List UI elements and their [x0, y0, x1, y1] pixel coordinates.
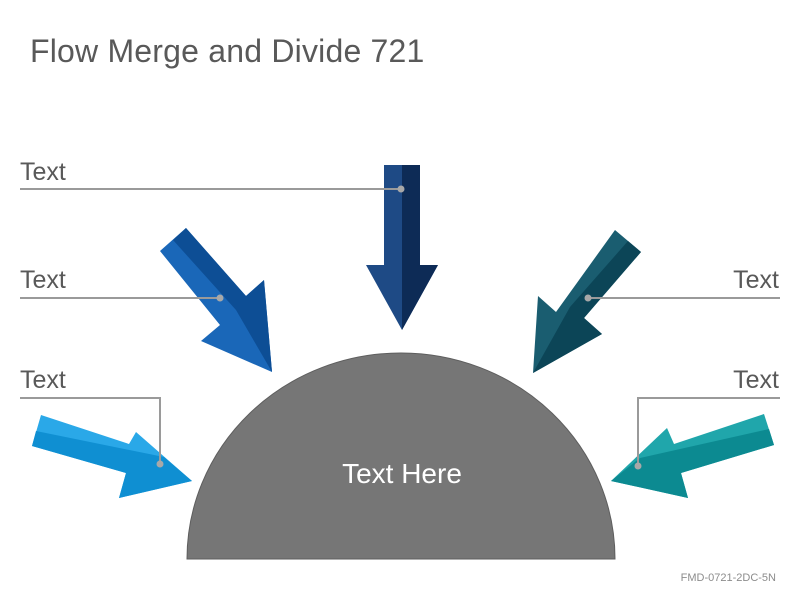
merge-semicircle — [186, 352, 616, 560]
page-title: Flow Merge and Divide 721 — [30, 33, 425, 69]
connector-dots — [156, 185, 642, 470]
connector-dot-upper-left — [216, 294, 224, 302]
connector-lower-right — [637, 397, 780, 466]
arrow-upper-right — [533, 230, 641, 373]
connector-lines — [20, 188, 780, 466]
arrow-lower-left — [32, 415, 192, 498]
connector-dot-top — [397, 185, 405, 193]
label-upper-left: Text — [20, 266, 66, 294]
label-top: Text — [20, 158, 66, 186]
arrow-top — [366, 165, 438, 330]
connector-dot-upper-right — [584, 294, 592, 302]
center-label: Text Here — [342, 458, 462, 489]
connector-dot-lower-left — [156, 460, 164, 468]
connector-dot-lower-right — [634, 462, 642, 470]
arrow-lower-right — [611, 414, 774, 498]
footer-code: FMD-0721-2DC-5N — [680, 572, 776, 584]
label-lower-left: Text — [20, 366, 66, 394]
connector-lower-left — [20, 397, 161, 462]
label-lower-right: Text — [733, 366, 779, 394]
label-upper-right: Text — [733, 266, 779, 294]
arrow-upper-left — [160, 228, 272, 372]
